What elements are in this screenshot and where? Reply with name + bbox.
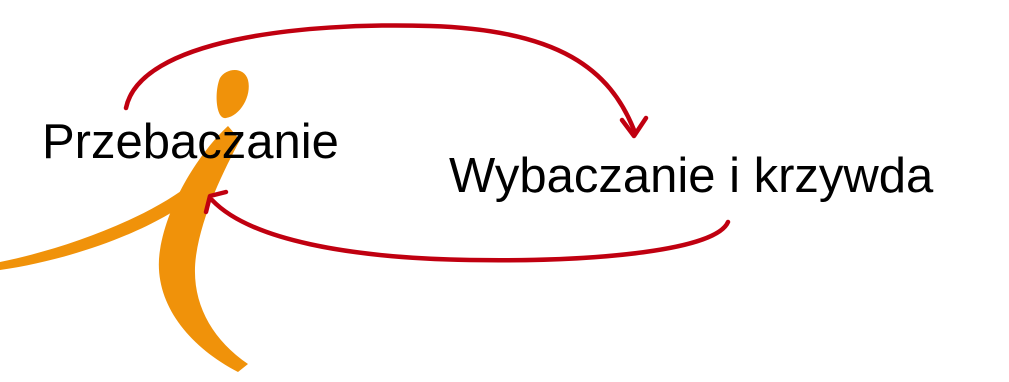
arrow-bottom-curve: [209, 197, 731, 263]
arrow-bottom-head: [203, 189, 229, 215]
node-przebaczanie: Przebaczanie: [42, 115, 339, 169]
arrow-top: [123, 23, 649, 139]
logo-body: [158, 126, 248, 372]
arrow-top-head: [619, 115, 649, 139]
arrow-top-curve: [123, 23, 637, 133]
logo-head: [216, 70, 249, 119]
arrow-bottom: [203, 189, 731, 263]
person-figure-logo-icon: [0, 70, 249, 372]
node-wybaczanie-i-krzywda: Wybaczanie i krzywda: [449, 149, 934, 203]
logo-arm: [0, 186, 196, 270]
